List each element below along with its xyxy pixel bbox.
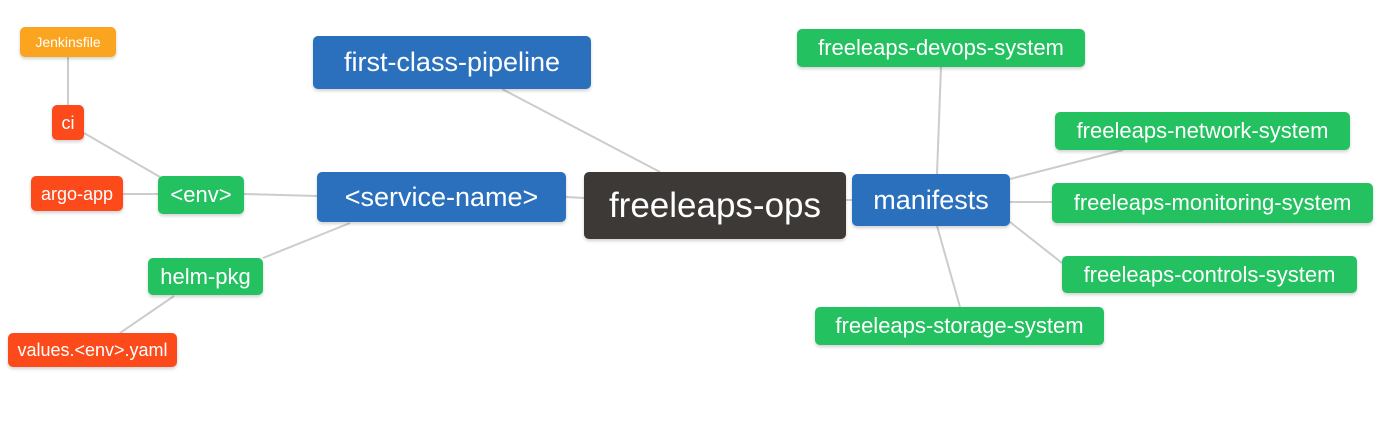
mindmap-node-manifests[interactable]: manifests xyxy=(852,174,1010,226)
mindmap-node-env[interactable]: <env> xyxy=(158,176,244,214)
edge-values-env-yaml-helm-pkg xyxy=(119,295,175,334)
mindmap-node-first-class-pipeline[interactable]: first-class-pipeline xyxy=(313,36,591,89)
edge-manifests-freeleaps-controls-system xyxy=(1009,221,1063,264)
mindmap-node-freeleaps-devops-system[interactable]: freeleaps-devops-system xyxy=(797,29,1085,67)
mindmap-node-freeleaps-monitoring-system[interactable]: freeleaps-monitoring-system xyxy=(1052,183,1373,223)
edge-manifests-freeleaps-devops-system xyxy=(936,66,942,175)
edge-manifests-freeleaps-network-system xyxy=(1009,149,1124,180)
mindmap-node-jenkinsfile[interactable]: Jenkinsfile xyxy=(20,27,116,57)
mindmap-node-service-name[interactable]: <service-name> xyxy=(317,172,566,222)
mindmap-node-argo-app[interactable]: argo-app xyxy=(31,176,123,211)
mindmap-node-freeleaps-network-system[interactable]: freeleaps-network-system xyxy=(1055,112,1350,150)
mindmap-node-values-env-yaml[interactable]: values.<env>.yaml xyxy=(8,333,177,367)
edge-helm-pkg-service-name xyxy=(262,222,351,259)
edge-service-name-freeleaps-ops xyxy=(565,196,585,199)
edge-first-class-pipeline-freeleaps-ops xyxy=(501,88,661,173)
edge-ci-env xyxy=(83,132,161,178)
mindmap-node-freeleaps-ops[interactable]: freeleaps-ops xyxy=(584,172,846,239)
edge-manifests-freeleaps-storage-system xyxy=(936,225,961,308)
edge-env-service-name xyxy=(243,193,318,197)
mindmap-node-helm-pkg[interactable]: helm-pkg xyxy=(148,258,263,295)
mindmap-node-freeleaps-controls-system[interactable]: freeleaps-controls-system xyxy=(1062,256,1357,293)
mindmap-node-freeleaps-storage-system[interactable]: freeleaps-storage-system xyxy=(815,307,1104,345)
mindmap-node-ci[interactable]: ci xyxy=(52,105,84,140)
